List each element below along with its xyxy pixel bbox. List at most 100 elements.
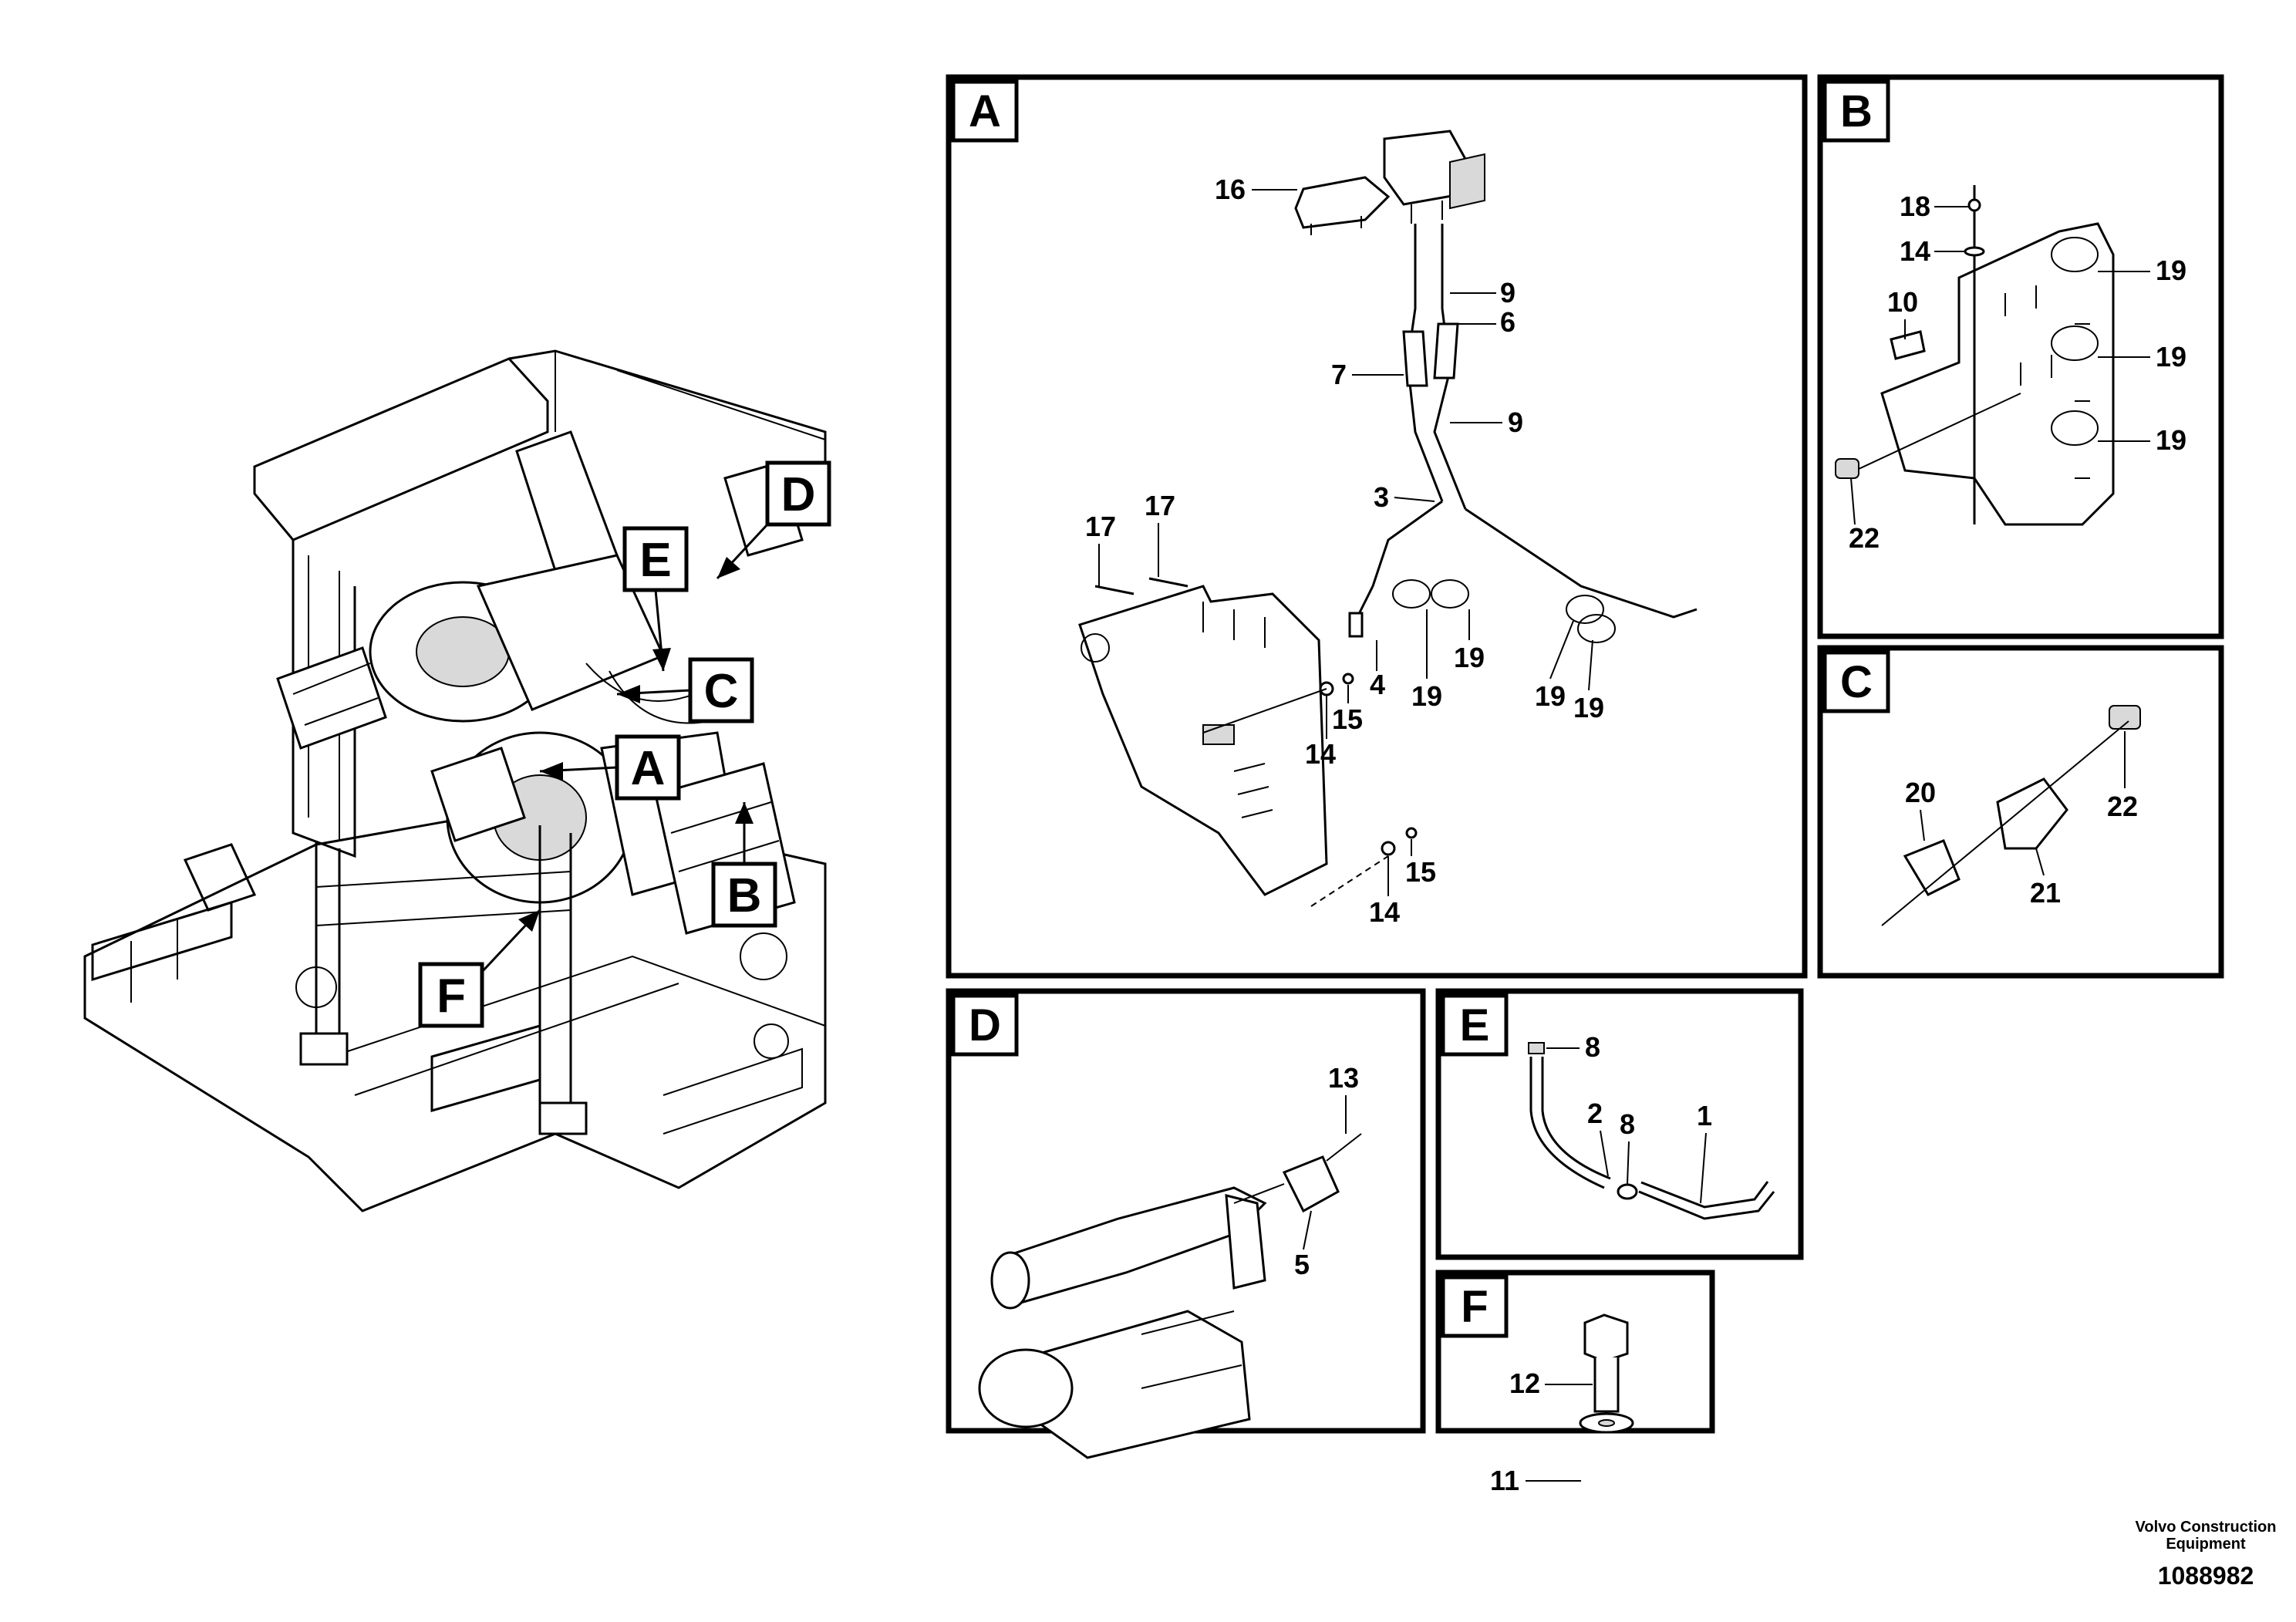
svg-text:2: 2 xyxy=(1587,1098,1603,1129)
panel-F-letter: F xyxy=(1461,1282,1488,1332)
detail-panel-E: E xyxy=(1435,988,1804,1260)
svg-text:13: 13 xyxy=(1328,1062,1359,1094)
svg-text:4: 4 xyxy=(1370,669,1385,700)
callout-1: 1 xyxy=(1697,1100,1712,1204)
svg-text:15: 15 xyxy=(1405,856,1436,888)
panel-D-letter: D xyxy=(969,1000,1001,1050)
callout-18: 18 xyxy=(1900,191,1981,222)
svg-text:9: 9 xyxy=(1500,277,1515,309)
callout-19-B3: 19 xyxy=(2098,424,2186,456)
svg-text:B: B xyxy=(727,869,762,922)
svg-text:6: 6 xyxy=(1500,306,1515,338)
callout-19-d: 19 xyxy=(1573,639,1604,723)
detail-panel-B: B xyxy=(1817,74,2224,639)
callout-2: 2 xyxy=(1587,1098,1609,1177)
svg-text:14: 14 xyxy=(1369,896,1400,928)
callout-19-B2: 19 xyxy=(2098,341,2186,373)
svg-text:7: 7 xyxy=(1331,359,1347,390)
callout-5: 5 xyxy=(1294,1210,1312,1280)
callout-17-right: 17 xyxy=(1145,490,1175,577)
svg-text:8: 8 xyxy=(1620,1108,1635,1140)
svg-text:19: 19 xyxy=(2156,255,2186,286)
callout-9-upper: 9 xyxy=(1450,277,1515,309)
svg-text:17: 17 xyxy=(1085,511,1116,542)
company-name-line2: Equipment xyxy=(2166,1536,2246,1553)
svg-text:21: 21 xyxy=(2030,877,2061,909)
callout-22-panel-C: 22 xyxy=(2107,731,2138,822)
footer-credit: Volvo Construction Equipment 1088982 xyxy=(2136,1519,2277,1590)
svg-text:19: 19 xyxy=(1454,642,1485,673)
callout-15-lower: 15 xyxy=(1405,839,1436,888)
company-name-line1: Volvo Construction xyxy=(2136,1519,2277,1536)
callout-22-panel-B: 22 xyxy=(1849,477,1880,554)
svg-text:19: 19 xyxy=(1535,680,1566,712)
callout-21: 21 xyxy=(2030,848,2061,909)
overview-label-A[interactable]: A xyxy=(539,734,681,801)
svg-text:8: 8 xyxy=(1585,1031,1600,1063)
svg-text:1: 1 xyxy=(1697,1100,1712,1131)
svg-text:F: F xyxy=(437,969,466,1023)
detail-panel-C: C xyxy=(1817,645,2224,979)
detail-panel-D: D xyxy=(946,988,1426,1459)
callout-19-c: 19 xyxy=(1535,620,1574,712)
detail-panel-F: F xyxy=(1435,1270,1715,1434)
svg-text:19: 19 xyxy=(2156,341,2186,373)
svg-text:19: 19 xyxy=(1411,680,1442,712)
callout-11: 11 xyxy=(1490,1465,1581,1496)
callout-19-B1: 19 xyxy=(2098,255,2186,286)
svg-text:20: 20 xyxy=(1905,777,1936,808)
callout-20: 20 xyxy=(1905,777,1936,841)
callout-4: 4 xyxy=(1370,640,1385,700)
callout-14-panel-B: 14 xyxy=(1900,235,1985,267)
callout-13: 13 xyxy=(1328,1062,1359,1134)
overview-label-F[interactable]: F xyxy=(418,909,541,1028)
panel-C-letter: C xyxy=(1840,657,1873,707)
drawing-number: 1088982 xyxy=(2158,1562,2254,1590)
svg-text:A: A xyxy=(631,742,666,795)
callout-6: 6 xyxy=(1458,306,1515,338)
overview-label-C[interactable]: C xyxy=(616,657,754,723)
machine-overview-illustration xyxy=(83,349,827,1212)
callout-7: 7 xyxy=(1331,359,1404,390)
panel-B-letter: B xyxy=(1840,86,1873,137)
svg-text:10: 10 xyxy=(1887,286,1918,318)
callout-3: 3 xyxy=(1374,481,1435,513)
callout-14-lower: 14 xyxy=(1369,856,1400,928)
overview-label-D[interactable]: D xyxy=(716,460,831,580)
panel-A-letter: A xyxy=(969,86,1001,137)
svg-text:E: E xyxy=(639,534,671,587)
svg-text:22: 22 xyxy=(2107,791,2138,822)
svg-text:19: 19 xyxy=(1573,692,1604,723)
svg-text:18: 18 xyxy=(1900,191,1930,222)
detail-panel-A: A xyxy=(946,74,1808,979)
callout-16: 16 xyxy=(1215,174,1297,205)
callout-8-top: 8 xyxy=(1546,1031,1600,1063)
callout-12: 12 xyxy=(1509,1367,1593,1399)
svg-text:3: 3 xyxy=(1374,481,1389,513)
svg-text:16: 16 xyxy=(1215,174,1246,205)
panel-E-letter: E xyxy=(1460,1000,1490,1050)
callout-9-lower: 9 xyxy=(1450,406,1523,438)
svg-text:15: 15 xyxy=(1332,703,1363,735)
svg-text:22: 22 xyxy=(1849,522,1880,554)
callout-14-upper: 14 xyxy=(1305,696,1336,770)
callout-10: 10 xyxy=(1887,286,1918,339)
callout-15-upper: 15 xyxy=(1332,685,1363,735)
svg-text:D: D xyxy=(781,468,816,521)
svg-text:14: 14 xyxy=(1900,235,1930,267)
callout-19-a: 19 xyxy=(1411,609,1442,712)
callout-17-left: 17 xyxy=(1085,511,1116,586)
callout-8-bottom: 8 xyxy=(1620,1108,1635,1185)
overview-label-B[interactable]: B xyxy=(711,802,777,928)
svg-text:19: 19 xyxy=(2156,424,2186,456)
svg-text:11: 11 xyxy=(1490,1465,1519,1496)
svg-text:12: 12 xyxy=(1509,1367,1540,1399)
svg-text:14: 14 xyxy=(1305,738,1336,770)
callout-19-b: 19 xyxy=(1454,609,1485,673)
svg-text:17: 17 xyxy=(1145,490,1175,521)
svg-text:C: C xyxy=(704,665,739,718)
overview-label-E[interactable]: E xyxy=(622,526,689,672)
svg-text:9: 9 xyxy=(1508,406,1523,438)
svg-text:5: 5 xyxy=(1294,1249,1310,1280)
